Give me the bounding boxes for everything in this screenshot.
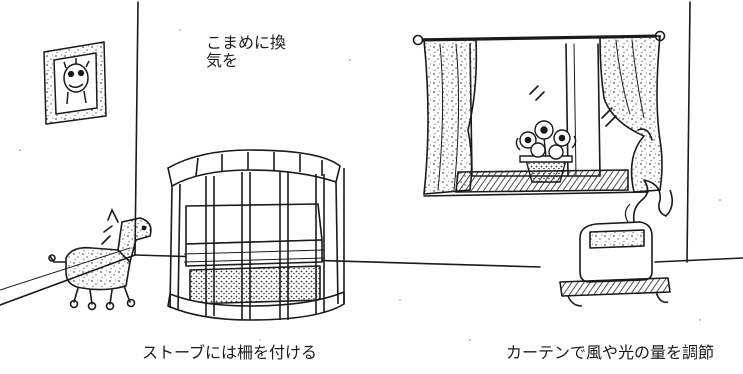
- caption-stove-guard: ストーブには柵を付ける: [142, 343, 318, 362]
- caption-curtain: カーテンで風や光の量を調節: [506, 343, 715, 362]
- caption-ventilate: こまめに換気を: [206, 33, 287, 71]
- potted-flowers: [515, 120, 577, 183]
- paper-specks: [19, 29, 721, 341]
- wall-picture: [43, 41, 107, 125]
- humidifier: [559, 179, 674, 307]
- toy-horse: [48, 208, 152, 311]
- stove-guard: [167, 149, 345, 321]
